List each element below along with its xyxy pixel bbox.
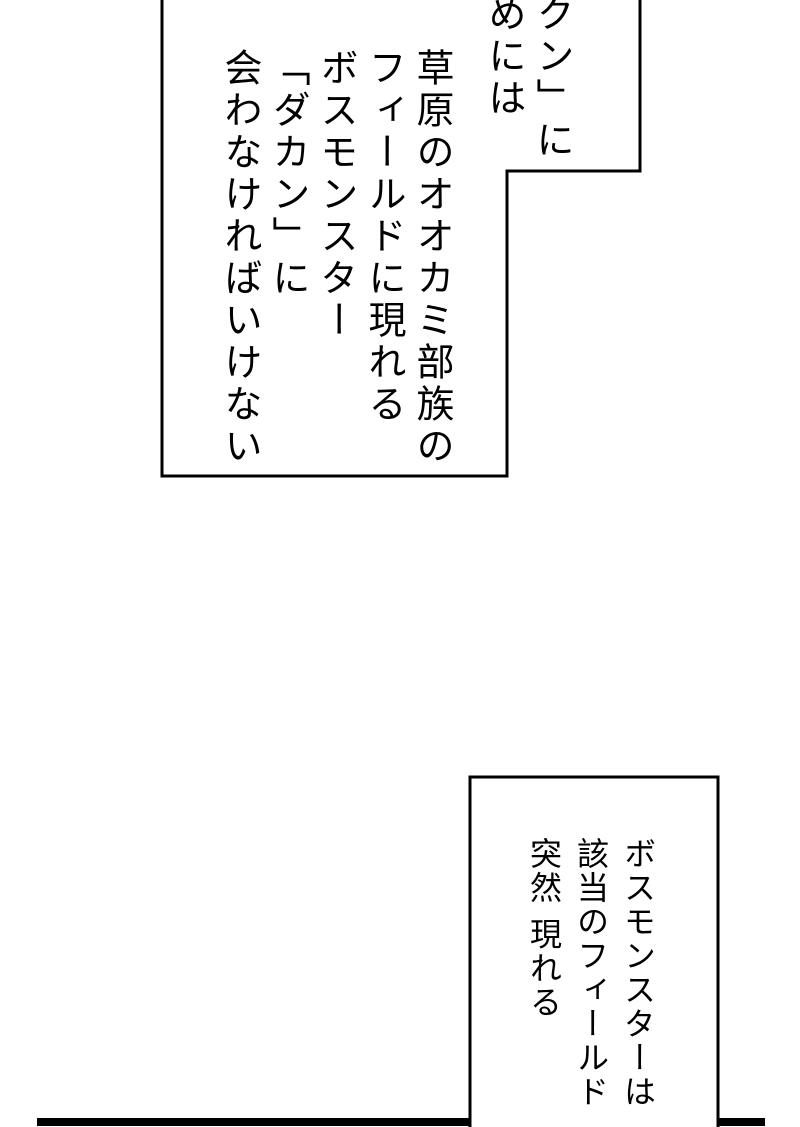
caption-line: めには — [482, 0, 526, 120]
caption-line: 草原のオオカミ部族の — [410, 48, 454, 468]
caption-line: ボスモンスターは — [619, 837, 657, 1109]
caption-box-bottom: ボスモンスターは 該当のフィールド 突然 現れる — [472, 779, 716, 1127]
caption-box-top-border — [160, 0, 642, 478]
caption-line: 会わなければいけない — [218, 48, 262, 468]
caption-box-bottom-border — [468, 775, 720, 1127]
caption-line: フィールドに現れる — [362, 48, 406, 426]
caption-line: 該当のフィールド — [572, 837, 610, 1109]
caption-line: 突然 現れる — [525, 837, 563, 1020]
caption-line: ボスモンスター — [314, 48, 358, 342]
caption-line: 「ダカン」に — [266, 48, 310, 300]
caption-line: クン」に — [530, 0, 574, 162]
